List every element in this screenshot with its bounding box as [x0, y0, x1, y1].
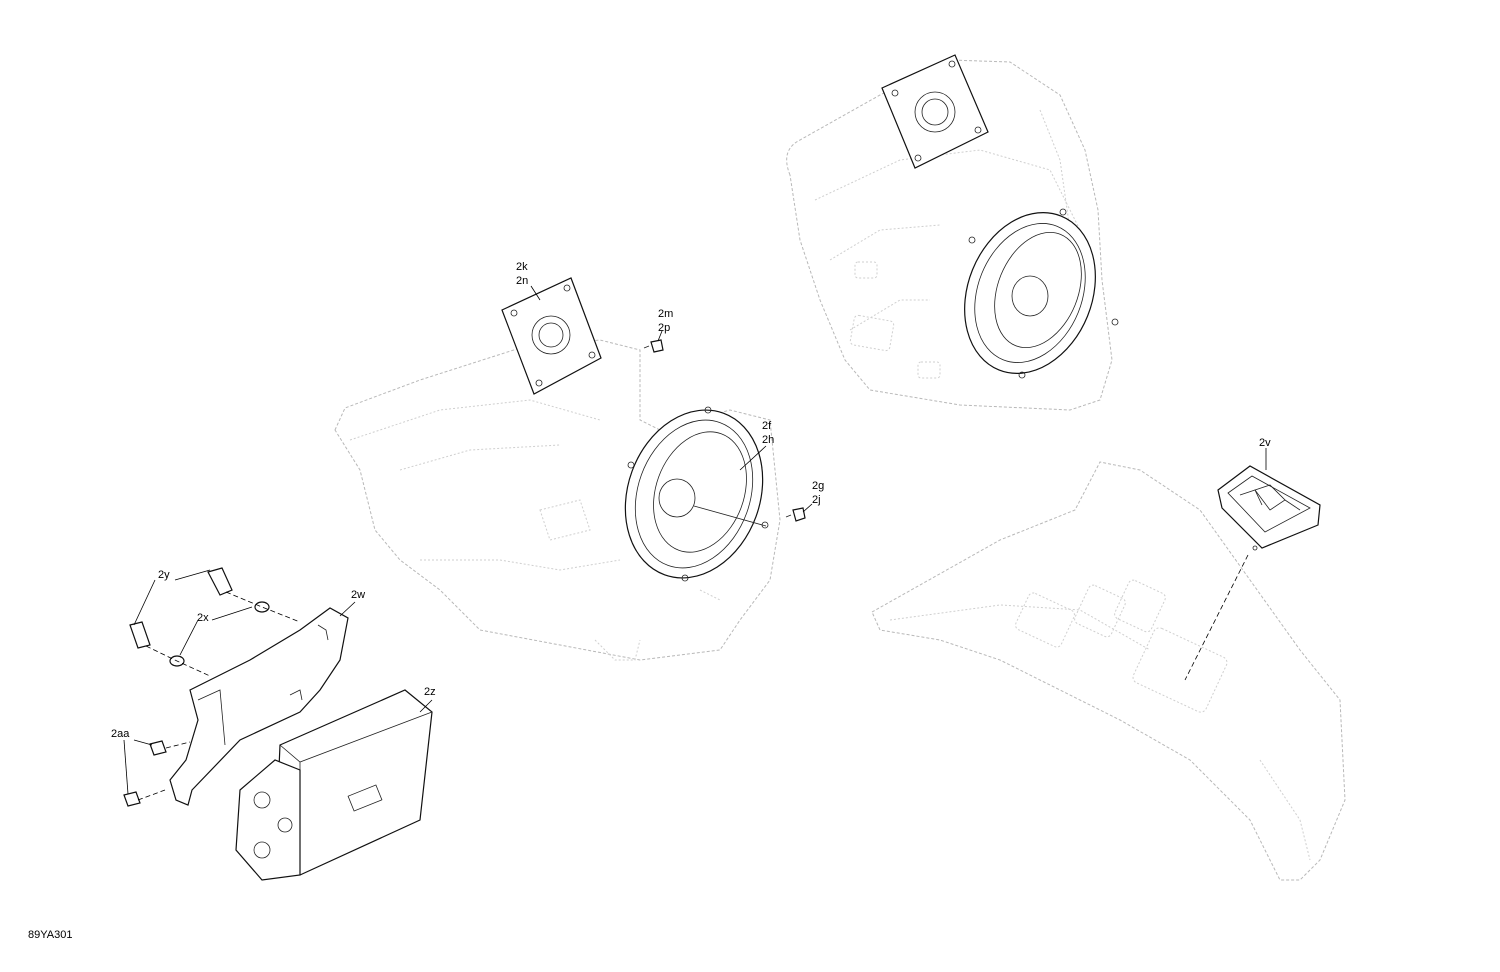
mounting-bracket-2w	[169, 607, 349, 806]
callout-label: 2v	[1259, 437, 1271, 449]
washers-2x	[169, 601, 270, 667]
screws-2aa	[123, 740, 167, 807]
tweeter-screw-2m	[643, 339, 664, 353]
right-tweeter-plate	[881, 54, 989, 169]
callout-2f-2h: 2f 2h	[762, 420, 774, 446]
right-speaker	[964, 208, 1119, 379]
left-tweeter-plate	[501, 277, 602, 395]
callout-2aa: 2aa	[111, 728, 130, 740]
callout-label: 2p	[658, 322, 670, 334]
center-console-ghost	[871, 461, 1346, 881]
bolts-2y	[129, 567, 233, 649]
control-pad-2v	[1217, 465, 1321, 551]
amplifier-2z	[235, 689, 433, 881]
right-door-panel-ghost	[786, 59, 1113, 411]
callout-label: 2aa	[111, 728, 130, 740]
callout-label: 2n	[516, 275, 528, 287]
callout-label: 2w	[351, 589, 365, 601]
callout-label: 2y	[158, 569, 170, 581]
callout-2x: 2x	[197, 612, 209, 624]
callout-2v: 2v	[1259, 437, 1271, 449]
callout-label: 2x	[197, 612, 209, 624]
callout-2m-2p: 2m 2p	[658, 308, 673, 334]
callout-label: 2f	[762, 420, 772, 432]
callout-label: 2h	[762, 434, 774, 446]
callout-2g-2j: 2g 2j	[812, 480, 824, 506]
callout-label: 2z	[424, 686, 436, 698]
callout-label: 2m	[658, 308, 673, 320]
drawing-code: 89YA301	[28, 929, 73, 941]
leader-lines	[123, 285, 1267, 795]
left-speaker	[624, 406, 769, 582]
callout-label: 2g	[812, 480, 824, 492]
speaker-screw-2g	[785, 507, 806, 522]
callout-label: 2j	[812, 494, 821, 506]
callout-label: 2k	[516, 261, 528, 273]
callout-2y: 2y	[158, 569, 170, 581]
callout-2z: 2z	[424, 686, 436, 698]
bolt-install-lines	[137, 591, 301, 801]
callout-2k-2n: 2k 2n	[516, 261, 528, 287]
callout-2w: 2w	[351, 589, 365, 601]
pad-install-line	[1184, 554, 1249, 681]
